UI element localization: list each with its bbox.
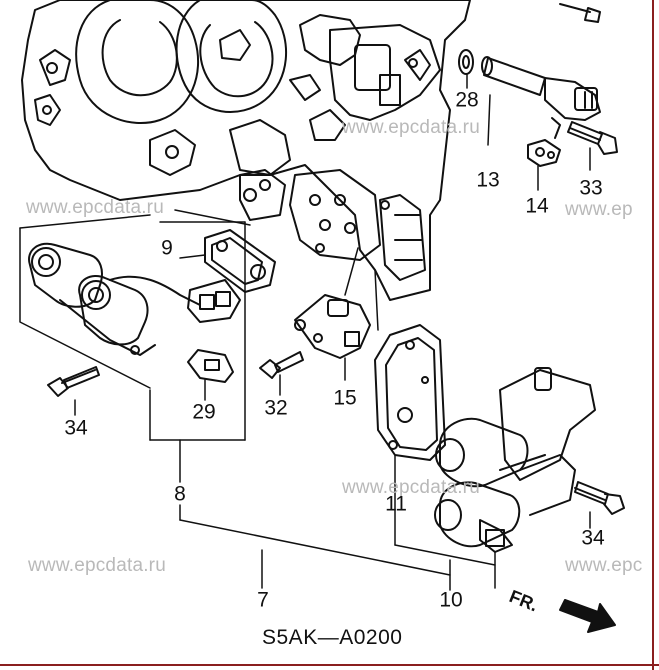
watermark: www.ep [565,199,633,220]
part-label-33: 33 [579,176,603,200]
part-label-7: 7 [257,588,269,612]
watermark: www.epcdata.ru [26,197,164,218]
part-label-9: 9 [161,236,173,260]
part-label-28: 28 [455,88,479,112]
watermark: www.epc [565,555,643,576]
part-label-11: 11 [385,492,407,516]
watermark: www.epcdata.ru [342,117,480,138]
frame-border-right [652,0,654,670]
solenoid-assembly-8 [19,214,241,389]
frame-border-bottom [0,664,659,666]
connector-29 [187,349,234,383]
diagram-code: S5AK—A0200 [262,626,403,649]
top-right-bolt [559,3,601,23]
bolt-33 [567,121,618,155]
gasket-9 [204,229,276,293]
transmission-housing [21,0,471,301]
front-direction-arrow [559,599,616,633]
leader-lines [74,74,591,591]
bolt-34-right [574,481,625,515]
watermark: www.epcdata.ru [28,555,166,576]
bolt-34-left [47,366,100,397]
part-label-15: 15 [333,386,357,410]
bracket-14 [527,139,561,167]
part-label-34-right: 34 [581,526,605,550]
part-label-34-left: 34 [64,416,88,440]
bolt-32 [259,351,304,379]
solenoid-assembly-10 [434,367,596,553]
part-label-13: 13 [476,168,500,192]
part-label-10: 10 [439,588,463,612]
part-label-32: 32 [264,396,288,420]
part-label-29: 29 [192,400,216,424]
gasket-11 [374,324,446,461]
watermark: www.epcdata.ru [342,477,480,498]
solenoid-13 [458,49,601,139]
part-label-8: 8 [174,482,186,506]
bracket-15 [294,294,371,359]
part-label-14: 14 [525,194,549,218]
